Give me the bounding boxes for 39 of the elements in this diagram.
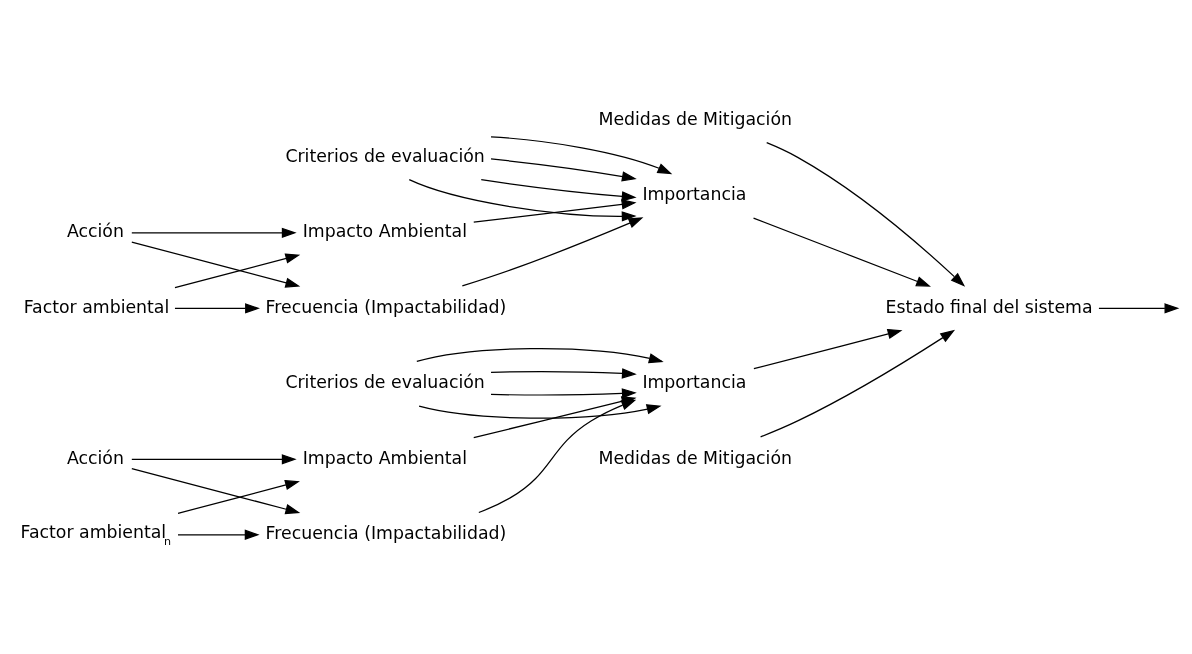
arrow (490, 135, 673, 174)
arrow (461, 216, 644, 287)
node-text: Importancia (642, 371, 747, 392)
node-text: Estado final del sistema (885, 296, 1093, 317)
node-text: Criterios de evaluación (285, 145, 485, 166)
arrow (760, 329, 956, 437)
node-text: Impacto Ambiental (302, 447, 468, 468)
arrow (416, 347, 664, 363)
node-text: Factor ambiental$_{n}$ (20, 521, 172, 548)
arrow (1098, 302, 1180, 314)
arrow (766, 141, 966, 287)
node-text: Acción (66, 220, 124, 241)
arrow (174, 302, 260, 314)
arrow (752, 217, 931, 287)
node-text: Acción (66, 447, 124, 468)
arrow (490, 387, 637, 399)
node-text: Impacto Ambiental (302, 220, 468, 241)
arrow (131, 453, 297, 464)
arrow (131, 227, 297, 238)
arrow (174, 252, 301, 288)
arrow (177, 479, 300, 514)
arrow (131, 240, 301, 288)
node-text: Medidas de Mitigación (598, 447, 792, 468)
arrow (490, 157, 637, 182)
arrow (753, 328, 903, 369)
node-text: Factor ambiental (23, 296, 170, 317)
arrow (131, 467, 301, 514)
arrow (480, 178, 637, 202)
node-text: Medidas de Mitigación (598, 108, 792, 129)
arrow (490, 367, 637, 379)
node-text: Frecuencia (Impactabilidad) (265, 522, 507, 543)
node-text: Criterios de evaluación (285, 371, 485, 392)
arrow (418, 403, 662, 419)
node-text: Frecuencia (Impactabilidad) (265, 296, 507, 317)
arrow (408, 178, 637, 222)
arrow (473, 198, 637, 223)
arrow (478, 399, 637, 513)
node-text: Importancia (642, 183, 747, 204)
arrow (177, 529, 260, 540)
